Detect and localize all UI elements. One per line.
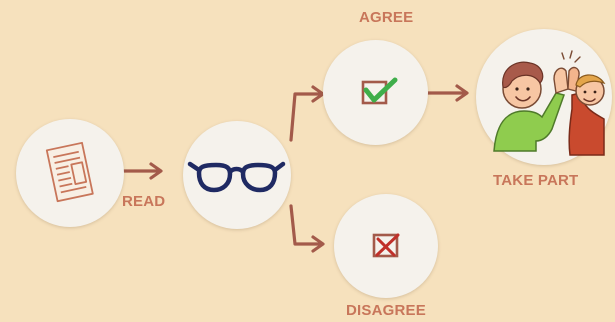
- glasses-node: [183, 121, 291, 229]
- label-read: READ: [122, 193, 166, 210]
- label-take-part: TAKE PART: [493, 172, 579, 189]
- high-five-people-icon: [493, 50, 606, 156]
- agree-node: [323, 40, 428, 145]
- arrow-to-disagree: [289, 204, 324, 246]
- document-node: [16, 119, 124, 227]
- checkbox-crossed-icon: [372, 233, 400, 258]
- document-icon: [45, 141, 94, 203]
- label-agree: AGREE: [359, 9, 414, 26]
- disagree-node: [334, 194, 438, 298]
- arrow-to-agree: [289, 92, 324, 142]
- label-disagree: DISAGREE: [346, 302, 426, 319]
- checkbox-checked-icon: [361, 77, 398, 105]
- glasses-icon: [187, 161, 286, 193]
- take-part-node: [476, 29, 612, 165]
